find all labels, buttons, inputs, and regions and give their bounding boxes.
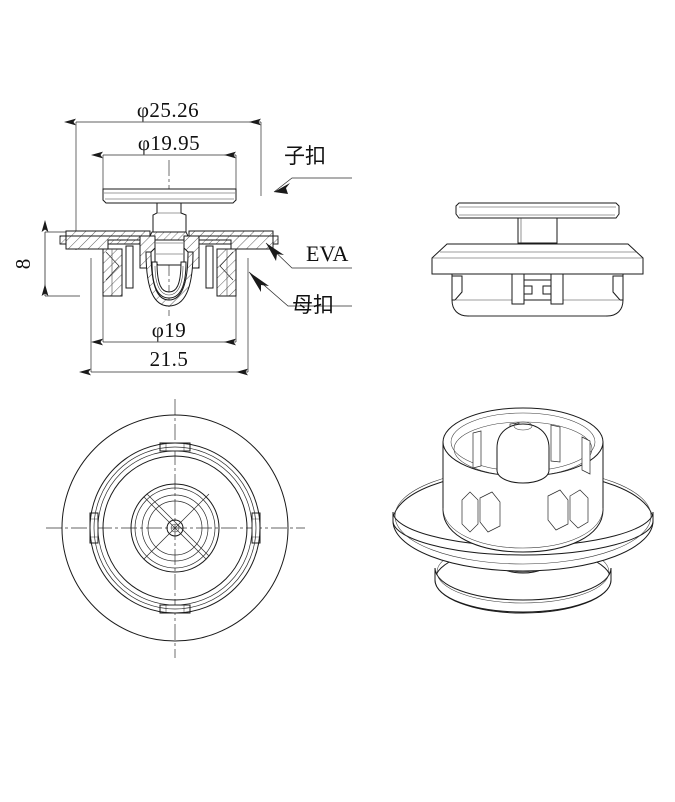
iso-snap-barbs xyxy=(461,489,589,533)
cross-section-view: φ25.26 φ19.95 8 φ19 21.5 xyxy=(11,98,352,376)
dimension-height-text: 8 xyxy=(11,259,35,270)
leader-female-snap xyxy=(248,271,352,307)
dimension-cap-diameter: φ19.95 xyxy=(91,131,236,159)
dimension-height: 8 xyxy=(11,220,49,296)
leader-male-snap xyxy=(273,177,352,194)
label-male-snap: 子扣 xyxy=(284,144,326,168)
dimension-body-width-text: 21.5 xyxy=(150,347,189,371)
female-snap-part xyxy=(60,230,278,307)
leader-eva xyxy=(265,242,352,269)
dimension-outer-diameter: φ25.26 xyxy=(64,98,261,126)
dimension-outer-diameter-text: φ25.26 xyxy=(137,98,199,122)
front-3d-view xyxy=(431,202,644,317)
isometric-view xyxy=(392,407,654,614)
dimension-body-width: 21.5 xyxy=(79,318,249,376)
plan-spokes xyxy=(143,493,210,560)
bottom-plan-view xyxy=(46,399,305,658)
label-female-snap: 母扣 xyxy=(292,293,334,317)
dimension-cap-diameter-text: φ19.95 xyxy=(138,131,200,155)
label-eva: EVA xyxy=(306,241,348,266)
dimension-inner-diameter: φ19 xyxy=(91,318,236,346)
dimension-inner-diameter-text: φ19 xyxy=(152,318,187,342)
